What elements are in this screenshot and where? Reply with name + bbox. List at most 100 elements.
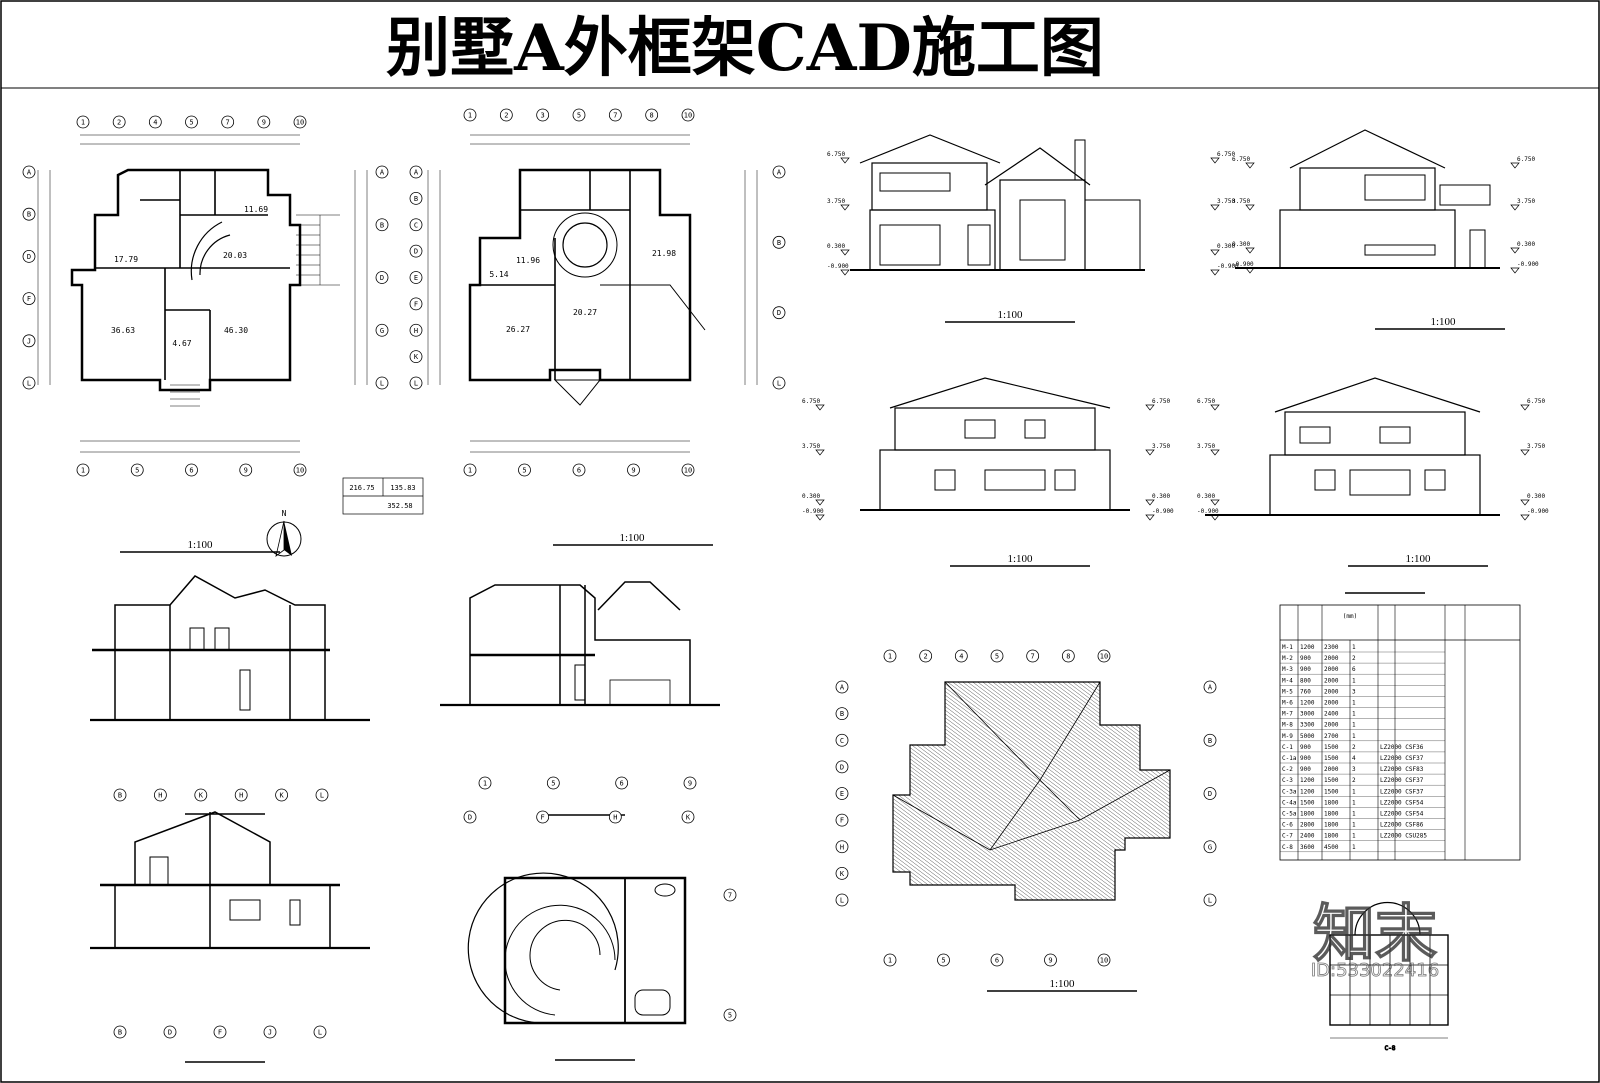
svg-text:4500: 4500 — [1324, 844, 1339, 851]
svg-text:3.750: 3.750 — [827, 198, 845, 205]
svg-text:C-4a: C-4a — [1282, 799, 1297, 806]
svg-text:760: 760 — [1300, 688, 1311, 695]
scale-right-elevation: 1:100 — [1405, 553, 1431, 565]
grid-bubble-10: 10 — [1097, 953, 1111, 967]
svg-text:9: 9 — [262, 119, 266, 127]
grid-bubble-d: D — [772, 306, 786, 320]
svg-text:F: F — [414, 300, 418, 308]
svg-text:K: K — [199, 792, 204, 800]
grid-bubble-j: J — [22, 334, 36, 348]
scale-left-elevation: 1:100 — [1007, 553, 1033, 565]
svg-text:2800: 2800 — [1300, 822, 1315, 829]
svg-text:1500: 1500 — [1300, 799, 1315, 806]
room-area: 20.27 — [573, 308, 597, 317]
grid-bubble-k: K — [681, 810, 695, 824]
svg-text:B: B — [1208, 737, 1212, 745]
scale-labels: 1:100 1:100 1:100 1:100 1:100 1:100 1:10… — [120, 309, 1505, 1063]
grid-bubble-5: 5 — [518, 463, 531, 477]
svg-text:L: L — [414, 380, 418, 388]
svg-text:G: G — [1208, 843, 1212, 851]
svg-text:M-2: M-2 — [1282, 655, 1293, 662]
svg-text:A: A — [777, 169, 782, 177]
grid-bubble-a: A — [1203, 680, 1217, 694]
section-2-2 — [440, 581, 720, 707]
svg-text:F: F — [27, 295, 31, 303]
grid-bubble-10: 10 — [293, 115, 307, 129]
ground-floor-plan — [37, 134, 368, 453]
svg-text:-0.900: -0.900 — [1517, 261, 1539, 268]
svg-text:L: L — [380, 380, 384, 388]
svg-text:1200: 1200 — [1300, 700, 1315, 707]
grid-bubble-d: D — [409, 244, 423, 258]
svg-text:0.300: 0.300 — [1517, 241, 1535, 248]
svg-text:H: H — [239, 792, 243, 800]
grid-bubble-6: 6 — [990, 953, 1004, 967]
svg-text:L: L — [318, 1029, 322, 1037]
svg-text:C-3a: C-3a — [1282, 788, 1297, 795]
svg-text:3: 3 — [1352, 766, 1356, 773]
svg-text:900: 900 — [1300, 666, 1311, 673]
grid-bubble-f: F — [835, 813, 849, 827]
watermark-id: ID:533022416 — [1311, 960, 1439, 981]
front-elevation — [850, 134, 1145, 271]
svg-text:2: 2 — [1352, 655, 1356, 662]
svg-text:C-1a: C-1a — [1282, 755, 1297, 762]
grid-bubble-h: H — [835, 840, 849, 854]
svg-text:1: 1 — [1352, 811, 1356, 818]
svg-text:6.750: 6.750 — [1517, 156, 1535, 163]
svg-text:3.750: 3.750 — [1232, 198, 1250, 205]
svg-text:1800: 1800 — [1324, 833, 1339, 840]
svg-text:2000: 2000 — [1324, 677, 1339, 684]
area-table: 216.75 135.83 352.58 — [342, 477, 424, 515]
svg-text:A: A — [1208, 684, 1213, 692]
grid-bubble-b: B — [22, 207, 36, 221]
svg-text:1: 1 — [1352, 722, 1356, 729]
svg-text:D: D — [777, 309, 781, 317]
grid-bubble-k: K — [835, 866, 849, 880]
svg-text:5: 5 — [728, 1012, 732, 1020]
svg-text:H: H — [613, 814, 617, 822]
watermark: 知末 ID:533022416 — [1310, 896, 1439, 981]
grid-bubble-1: 1 — [478, 776, 492, 790]
svg-text:5: 5 — [941, 957, 945, 965]
svg-text:H: H — [414, 327, 418, 335]
svg-text:1500: 1500 — [1324, 755, 1339, 762]
svg-text:1: 1 — [1352, 844, 1356, 851]
svg-text:D: D — [168, 1029, 172, 1037]
svg-text:D: D — [468, 814, 472, 822]
svg-text:C-7: C-7 — [1282, 833, 1293, 840]
grid-bubble-a: A — [22, 165, 36, 179]
drawing-title: 别墅A外框架CAD施工图 — [386, 11, 1104, 86]
grid-bubble-j: J — [263, 1025, 277, 1039]
svg-text:6.750: 6.750 — [1232, 156, 1250, 163]
grid-bubble-1: 1 — [883, 953, 897, 967]
grid-bubble-9: 9 — [683, 776, 697, 790]
svg-text:2300: 2300 — [1324, 644, 1339, 651]
svg-text:L: L — [1208, 897, 1212, 905]
grid-bubble-b: B — [113, 788, 127, 802]
grid-bubble-10: 10 — [293, 463, 307, 477]
svg-text:0.300: 0.300 — [1197, 493, 1215, 500]
svg-text:6: 6 — [995, 957, 999, 965]
svg-text:M-8: M-8 — [1282, 722, 1293, 729]
svg-text:C-5a: C-5a — [1282, 811, 1297, 818]
svg-text:2000: 2000 — [1324, 700, 1339, 707]
svg-text:M-9: M-9 — [1282, 733, 1293, 740]
svg-text:0.300: 0.300 — [1152, 493, 1170, 500]
svg-text:M-6: M-6 — [1282, 700, 1293, 707]
grid-bubble-l: L — [772, 376, 786, 390]
grid-bubble-7: 7 — [1026, 649, 1040, 663]
grid-bubble-b: B — [1203, 733, 1217, 747]
grid-bubble-a: A — [835, 680, 849, 694]
svg-text:2: 2 — [504, 112, 508, 120]
